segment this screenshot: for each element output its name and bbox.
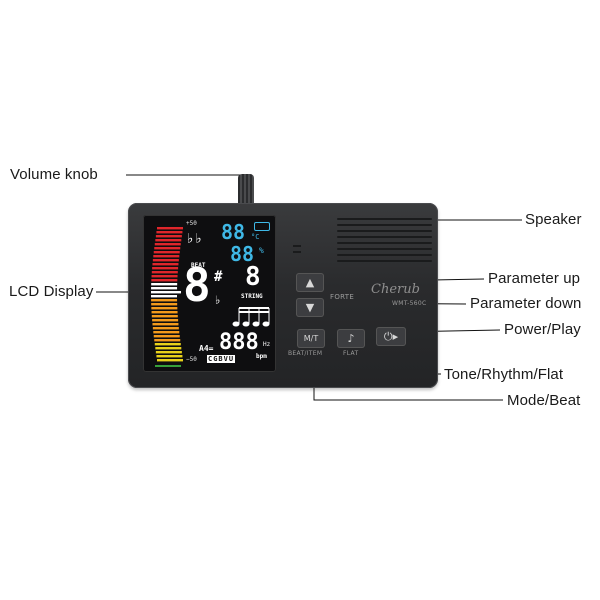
- meter-segment: [151, 283, 178, 286]
- lcd-string-label: STRING: [241, 293, 263, 300]
- lcd-temperature: 88: [221, 220, 246, 244]
- lcd-temperature-unit: °C: [251, 233, 260, 241]
- meter-segment: [152, 327, 179, 330]
- lcd-hz: Hz: [263, 341, 271, 348]
- meter-segment: [151, 295, 178, 298]
- volume-knob[interactable]: [238, 174, 254, 204]
- lcd-plus-50: +50: [186, 220, 197, 227]
- lcd-flat: ♭: [214, 293, 222, 307]
- lcd-minus-50: −50: [186, 356, 197, 363]
- beat-item-label: BEAT/ITEM: [288, 350, 323, 357]
- lcd-sharp: #: [214, 269, 223, 285]
- meter-segment: [153, 255, 180, 258]
- meter-segment: [156, 231, 183, 234]
- label-volume-knob: Volume knob: [10, 166, 98, 183]
- meter-segment: [152, 319, 179, 322]
- label-power-play: Power/Play: [504, 321, 581, 338]
- lcd-mode-letters: CGBVU: [207, 355, 236, 363]
- meter-segment: [151, 307, 178, 310]
- flat-label: FLAT: [343, 350, 359, 357]
- speaker-grille: [337, 218, 432, 268]
- power-play-button[interactable]: ⏻▸: [376, 327, 406, 346]
- lcd-humidity: 88: [230, 242, 255, 266]
- lcd-bpm: bpm: [256, 353, 267, 360]
- indicator-slot: [293, 245, 301, 247]
- meter-segment: [154, 243, 181, 246]
- lcd-note: 8: [183, 258, 211, 312]
- label-mode-beat: Mode/Beat: [507, 392, 581, 409]
- indicator-slot: [293, 251, 301, 253]
- model-label: WMT-560C: [392, 300, 427, 307]
- leader-volume-knob: [126, 174, 249, 182]
- parameter-up-button[interactable]: ▲: [296, 273, 324, 292]
- label-tone-rhythm-flat: Tone/Rhythm/Flat: [444, 366, 564, 383]
- meter-segment: [154, 247, 181, 250]
- meter-segment: [151, 271, 178, 274]
- brand-logo: Cherub: [371, 282, 420, 297]
- meter-segment: [151, 279, 178, 282]
- meter-segment: [152, 263, 179, 266]
- meter-segment: [157, 227, 183, 230]
- label-parameter-down: Parameter down: [470, 295, 582, 312]
- meter-segment: [156, 355, 183, 358]
- lcd-humidity-unit: %: [259, 246, 264, 255]
- meter-segment: [155, 351, 182, 354]
- lcd-meter: [151, 227, 183, 367]
- meter-segment: [153, 335, 180, 338]
- meter-segment: [155, 235, 182, 238]
- forte-label: FORTE: [330, 293, 355, 301]
- meter-segment: [153, 331, 180, 334]
- meter-segment: [151, 311, 178, 314]
- meter-segment: [157, 359, 183, 362]
- meter-segment: [151, 275, 178, 278]
- meter-segment: [154, 339, 181, 342]
- lcd-string-value: 8: [245, 262, 261, 292]
- parameter-down-button[interactable]: ▼: [296, 298, 324, 317]
- meter-segment: [151, 287, 178, 290]
- lcd-beat-label: BEAT: [191, 262, 206, 269]
- label-lcd-display: LCD Display: [9, 283, 94, 300]
- lcd-frequency: 888: [219, 330, 259, 355]
- label-speaker: Speaker: [525, 211, 582, 228]
- battery-icon: [254, 222, 270, 231]
- meter-segment: [152, 323, 179, 326]
- meter-segment: [154, 343, 181, 346]
- meter-segment: [155, 239, 182, 242]
- meter-segment: [151, 299, 178, 302]
- rhythm-notes-icon: [232, 307, 270, 327]
- meter-segment: [152, 267, 179, 270]
- meter-segment: [151, 291, 182, 294]
- meter-baseline: [155, 365, 181, 367]
- meter-segment: [151, 303, 178, 306]
- label-parameter-up: Parameter up: [488, 270, 581, 287]
- tone-rhythm-flat-button[interactable]: ♪: [337, 329, 365, 348]
- lcd-a4-label: A4=: [199, 344, 214, 353]
- meter-segment: [152, 259, 179, 262]
- mode-beat-button[interactable]: M/T: [297, 329, 325, 348]
- lcd-double-flat: ♭♭: [186, 231, 203, 247]
- meter-segment: [155, 347, 182, 350]
- meter-segment: [153, 251, 180, 254]
- meter-segment: [151, 315, 178, 318]
